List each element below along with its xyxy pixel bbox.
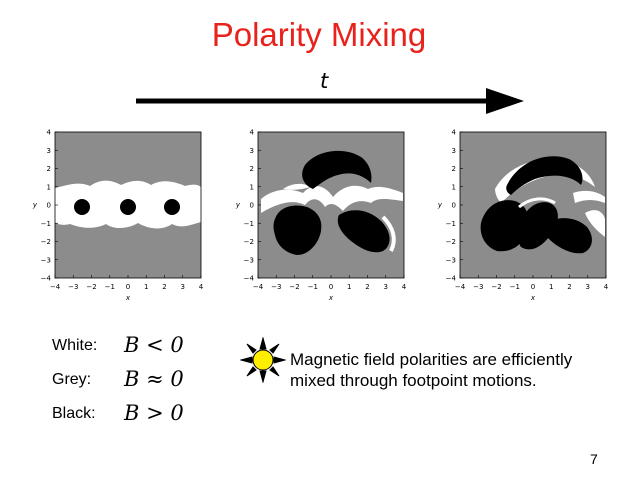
black-lobe-right bbox=[544, 218, 592, 254]
y-axis-label: y bbox=[32, 201, 38, 209]
x-axis-label: x bbox=[530, 294, 536, 302]
legend-label-white: White: bbox=[52, 337, 98, 354]
y-tick-label: −1 bbox=[244, 220, 254, 228]
time-label: t bbox=[320, 69, 329, 93]
x-tick-label: −4 bbox=[50, 283, 61, 291]
black-spot-left bbox=[74, 199, 90, 215]
x-tick-label: 1 bbox=[347, 283, 351, 291]
x-tick-label: −4 bbox=[253, 283, 264, 291]
white-wisp bbox=[283, 183, 311, 190]
x-tick-label: 3 bbox=[181, 283, 185, 291]
y-tick-label: 2 bbox=[452, 165, 456, 173]
y-tick-label: −3 bbox=[244, 256, 254, 264]
x-tick-label: 0 bbox=[126, 283, 130, 291]
y-tick-label: −4 bbox=[446, 275, 457, 283]
legend-expr-grey: B ≈ 0 bbox=[124, 367, 184, 391]
x-tick-label: 1 bbox=[144, 283, 148, 291]
y-tick-label: 1 bbox=[250, 183, 254, 191]
y-tick-label: −1 bbox=[446, 220, 456, 228]
legend-label-black: Black: bbox=[52, 405, 96, 422]
x-tick-label: 0 bbox=[329, 283, 333, 291]
x-tick-label: −3 bbox=[68, 283, 78, 291]
y-tick-label: 4 bbox=[250, 129, 255, 137]
x-tick-label: 3 bbox=[384, 283, 388, 291]
white-rim-right bbox=[381, 215, 396, 252]
y-tick-label: 4 bbox=[452, 129, 457, 137]
black-lobe-left bbox=[273, 205, 322, 255]
x-axis-label: x bbox=[328, 294, 334, 302]
y-tick-label: 3 bbox=[47, 147, 51, 155]
black-swirl-left bbox=[480, 200, 529, 252]
white-inner-streak bbox=[518, 197, 556, 209]
x-tick-label: −3 bbox=[271, 283, 281, 291]
slide-title: Polarity Mixing bbox=[211, 16, 427, 53]
white-patch-right bbox=[585, 210, 605, 237]
x-tick-label: 4 bbox=[199, 283, 204, 291]
x-tick-label: −1 bbox=[510, 283, 520, 291]
snapshot-panel-2: −4 −3 −2 −1 0 1 2 3 4 4 3 2 1 0 −1 −2 −3 −4 x y bbox=[235, 129, 407, 303]
black-lobe-right bbox=[337, 210, 390, 253]
x-tick-label: 2 bbox=[365, 283, 369, 291]
x-tick-label: −4 bbox=[455, 283, 466, 291]
x-tick-label: −3 bbox=[473, 283, 483, 291]
black-arc-top bbox=[506, 156, 583, 195]
y-tick-label: −2 bbox=[244, 238, 254, 246]
x-tick-label: 4 bbox=[402, 283, 407, 291]
y-axis-label: y bbox=[235, 201, 241, 209]
y-tick-label: −2 bbox=[446, 238, 456, 246]
x-tick-label: −2 bbox=[491, 283, 501, 291]
y-tick-label: 3 bbox=[250, 147, 254, 155]
x-tick-label: 2 bbox=[162, 283, 166, 291]
legend-expr-black: B > 0 bbox=[124, 401, 184, 425]
x-tick-label: −1 bbox=[308, 283, 318, 291]
y-tick-label: −4 bbox=[41, 275, 52, 283]
grey-background bbox=[460, 132, 606, 278]
x-tick-label: 2 bbox=[567, 283, 571, 291]
y-tick-label: 0 bbox=[452, 202, 456, 210]
note-line-1: Magnetic field polarities are efficientl… bbox=[290, 350, 573, 369]
note-text: Magnetic field polarities are efficientl… bbox=[290, 349, 572, 391]
y-tick-label: 0 bbox=[250, 202, 254, 210]
y-tick-label: 4 bbox=[47, 129, 52, 137]
black-arc-top bbox=[302, 150, 372, 189]
x-axis-label: x bbox=[125, 294, 131, 302]
y-tick-label: 2 bbox=[47, 165, 51, 173]
white-streaks bbox=[261, 185, 403, 213]
page-number: 7 bbox=[590, 451, 598, 467]
x-tick-label: −2 bbox=[289, 283, 299, 291]
x-tick-label: −1 bbox=[105, 283, 115, 291]
legend-label-grey: Grey: bbox=[52, 371, 92, 388]
y-tick-label: −4 bbox=[244, 275, 255, 283]
x-tick-label: −2 bbox=[86, 283, 96, 291]
black-spot-right bbox=[164, 199, 180, 215]
y-tick-label: 2 bbox=[250, 165, 254, 173]
y-tick-label: 0 bbox=[47, 202, 51, 210]
y-tick-label: −3 bbox=[446, 256, 456, 264]
y-tick-label: 3 bbox=[452, 147, 456, 155]
note-line-2: mixed through footpoint motions. bbox=[290, 371, 537, 390]
x-tick-label: 4 bbox=[604, 283, 609, 291]
snapshot-panel-1: −4 −3 −2 −1 0 1 2 3 4 4 3 2 1 0 −1 −2 −3 −4 x y bbox=[32, 129, 204, 303]
x-tick-label: 1 bbox=[549, 283, 553, 291]
x-tick-label: 0 bbox=[531, 283, 535, 291]
y-axis-label: y bbox=[437, 201, 443, 209]
black-spot-center bbox=[120, 199, 136, 215]
legend-expr-white: B < 0 bbox=[124, 333, 184, 357]
x-tick-label: 3 bbox=[586, 283, 590, 291]
y-tick-label: 1 bbox=[47, 183, 51, 191]
y-tick-label: −2 bbox=[41, 238, 51, 246]
y-tick-label: 1 bbox=[452, 183, 456, 191]
time-arrow: t bbox=[136, 69, 524, 114]
y-tick-label: −1 bbox=[41, 220, 51, 228]
white-streak-right bbox=[573, 190, 605, 203]
y-tick-label: −3 bbox=[41, 256, 51, 264]
sun-icon bbox=[240, 337, 286, 383]
snapshot-panel-3: −4 −3 −2 −1 0 1 2 3 4 4 3 2 1 0 −1 −2 −3 −4 x y bbox=[437, 129, 609, 303]
